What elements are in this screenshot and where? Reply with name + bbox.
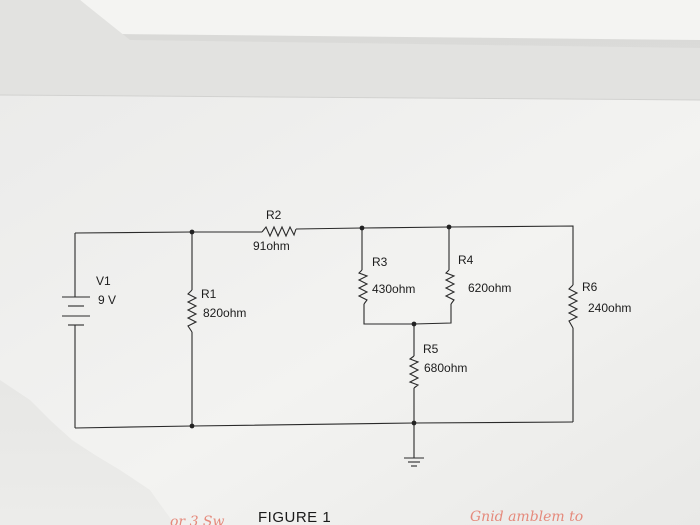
handwriting-right: Gnid amblem to — [470, 509, 583, 525]
resistor-r3-symbol — [357, 269, 369, 305]
r6-value: 240ohm — [588, 301, 631, 315]
v1-value: 9 V — [98, 293, 116, 307]
r1-value: 820ohm — [203, 306, 246, 320]
paper-edge — [0, 94, 700, 101]
middle-paper-sheet — [0, 0, 700, 100]
r5-name: R5 — [423, 342, 439, 356]
r2-name: R2 — [266, 208, 282, 222]
r4-value: 620ohm — [468, 281, 511, 295]
main-paper-sheet — [0, 95, 700, 525]
r5-value: 680ohm — [424, 361, 467, 375]
resistor-r6-symbol — [567, 284, 579, 329]
r2-value: 91ohm — [253, 239, 290, 253]
resistor-r1-symbol — [186, 289, 198, 333]
r1-name: R1 — [201, 287, 217, 301]
battery-symbol — [62, 296, 90, 328]
r3-value: 430ohm — [372, 282, 415, 296]
junction-dot — [446, 224, 452, 230]
junction-dot — [411, 321, 417, 327]
r4-name: R4 — [458, 253, 474, 267]
junction-dot — [189, 229, 195, 235]
junction-dot — [411, 420, 417, 426]
r6-name: R6 — [582, 280, 598, 294]
handwriting-left: or 3 Sw — [170, 514, 225, 525]
figure-caption: FIGURE 1 — [258, 509, 331, 525]
r3-name: R3 — [372, 255, 388, 269]
junction-dot — [189, 423, 195, 429]
v1-name: V1 — [96, 274, 111, 288]
top-paper-sheet — [80, 0, 700, 40]
resistor-r5-symbol — [408, 355, 420, 389]
resistor-r4-symbol — [444, 269, 456, 305]
junction-dots — [189, 224, 452, 429]
resistor-r2-symbol — [261, 225, 297, 238]
junction-dot — [359, 225, 365, 231]
ground-icon — [404, 457, 424, 467]
